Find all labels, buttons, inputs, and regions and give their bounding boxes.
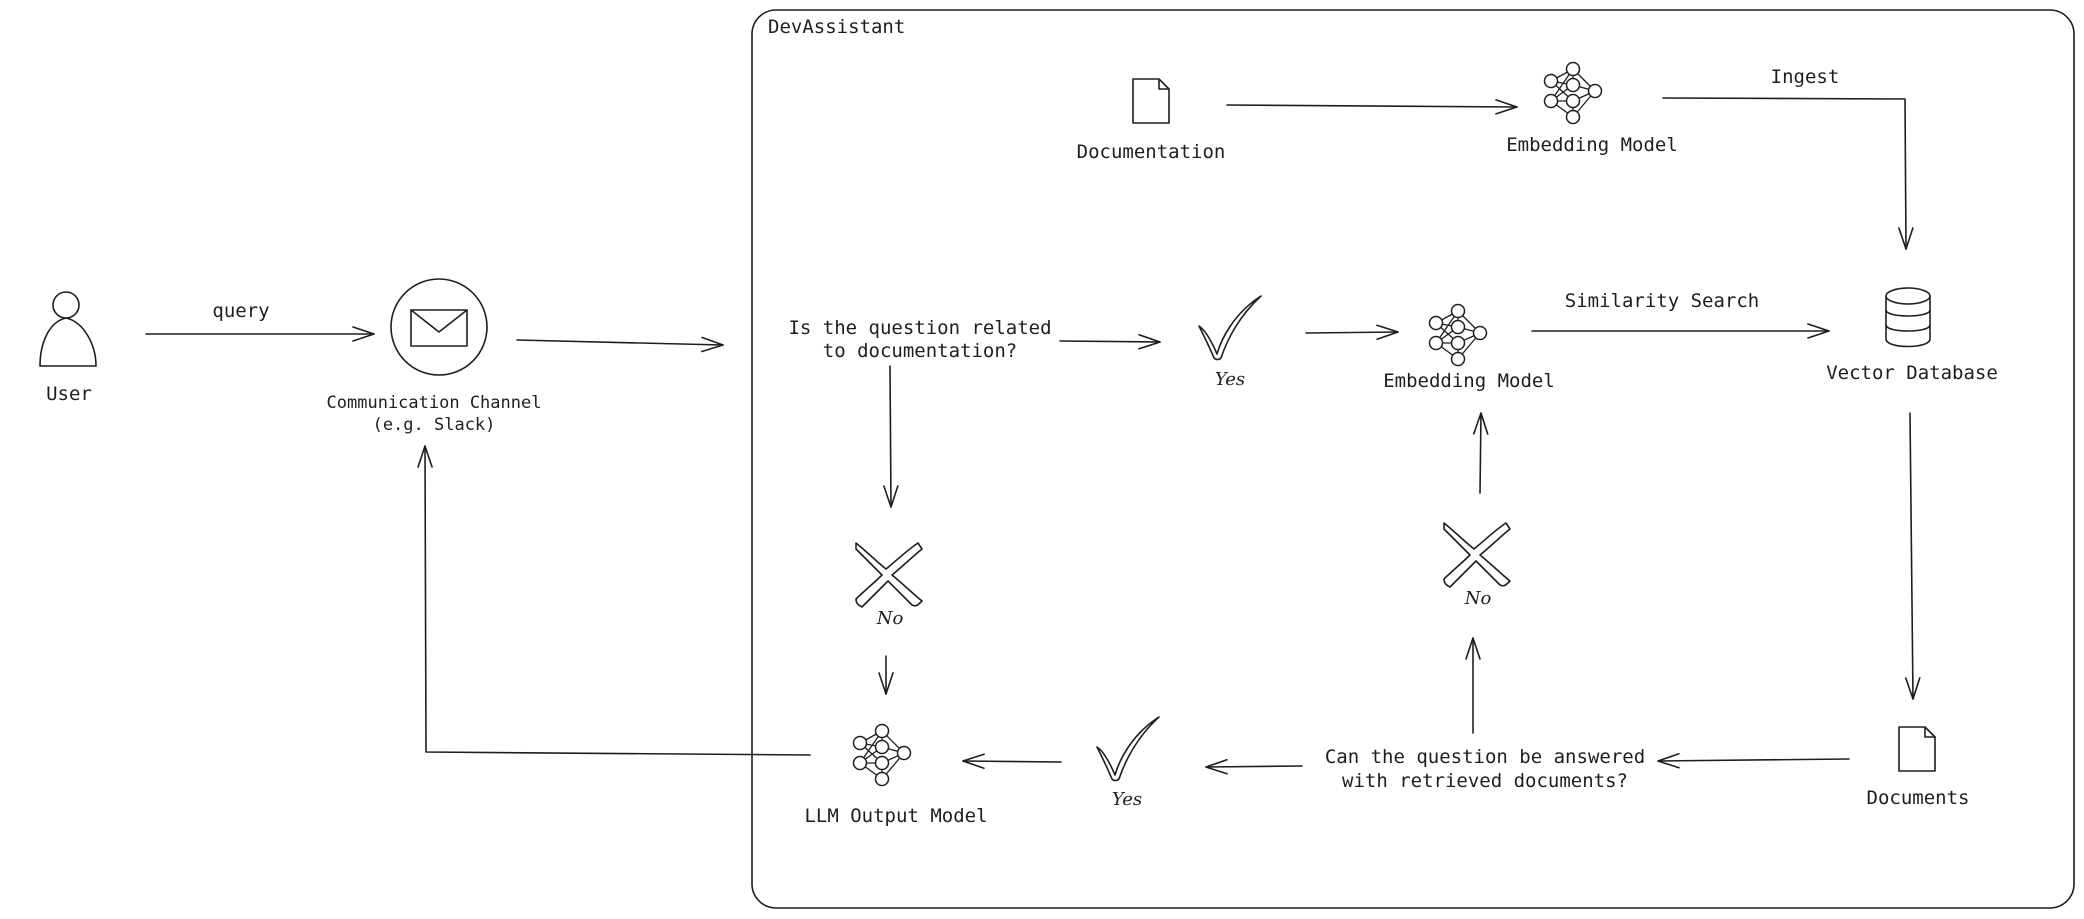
no-right-label: No [1464, 588, 1492, 609]
edge-answerable-to-yes [1205, 758, 1303, 775]
edge-no-to-embedding [1472, 412, 1489, 494]
documentation-icon [1132, 78, 1170, 124]
llm-output-icon [852, 723, 912, 787]
documentation-label: Documentation [1077, 141, 1226, 163]
mail-icon [390, 278, 488, 376]
container-title: DevAssistant [768, 16, 905, 38]
question-related-line1: Is the question related [788, 317, 1051, 339]
edge-ingest [1662, 97, 1914, 250]
question-answerable-line1: Can the question be answered [1325, 746, 1645, 768]
check-icon-top [1198, 295, 1262, 361]
question-answerable-line2: with retrieved documents? [1342, 770, 1628, 792]
cross-icon-left [855, 542, 923, 608]
devassistant-container [751, 9, 2075, 909]
database-icon [1885, 287, 1931, 348]
edge-channel-to-devassistant [516, 336, 724, 353]
check-icon-bottom [1096, 716, 1160, 782]
edge-yes-to-llm [962, 753, 1062, 770]
no-left-label: No [876, 608, 904, 629]
embedding-ingest-icon [1543, 61, 1603, 125]
edge-llm-to-channel [417, 445, 811, 756]
documents-label: Documents [1867, 787, 1970, 809]
vector-db-label: Vector Database [1826, 362, 1998, 384]
embedding-ingest-label: Embedding Model [1506, 134, 1678, 156]
question-related-line2: to documentation? [823, 340, 1017, 362]
edge-question-to-no [883, 365, 899, 508]
cross-icon-right [1443, 522, 1511, 588]
edge-documentation-to-embedding [1226, 99, 1518, 115]
channel-label-line2: (e.g. Slack) [373, 415, 496, 435]
llm-output-label: LLM Output Model [804, 805, 987, 827]
edge-similarity-label: Similarity Search [1565, 290, 1759, 312]
edge-question-to-yes [1059, 333, 1161, 350]
embedding-search-icon [1428, 303, 1488, 367]
embedding-search-label: Embedding Model [1383, 370, 1555, 392]
channel-label-line1: Communication Channel [327, 393, 542, 413]
yes-top-label: Yes [1215, 369, 1245, 390]
edge-vector-db-to-documents [1904, 412, 1921, 700]
documents-icon [1898, 726, 1936, 772]
edge-yes-to-embedding [1305, 324, 1399, 341]
yes-bottom-label: Yes [1112, 789, 1142, 810]
user-label: User [46, 383, 92, 405]
edge-ingest-label: Ingest [1771, 66, 1840, 88]
edge-query-label: query [212, 300, 269, 322]
edge-documents-to-question [1657, 752, 1850, 769]
user-icon [39, 291, 97, 367]
